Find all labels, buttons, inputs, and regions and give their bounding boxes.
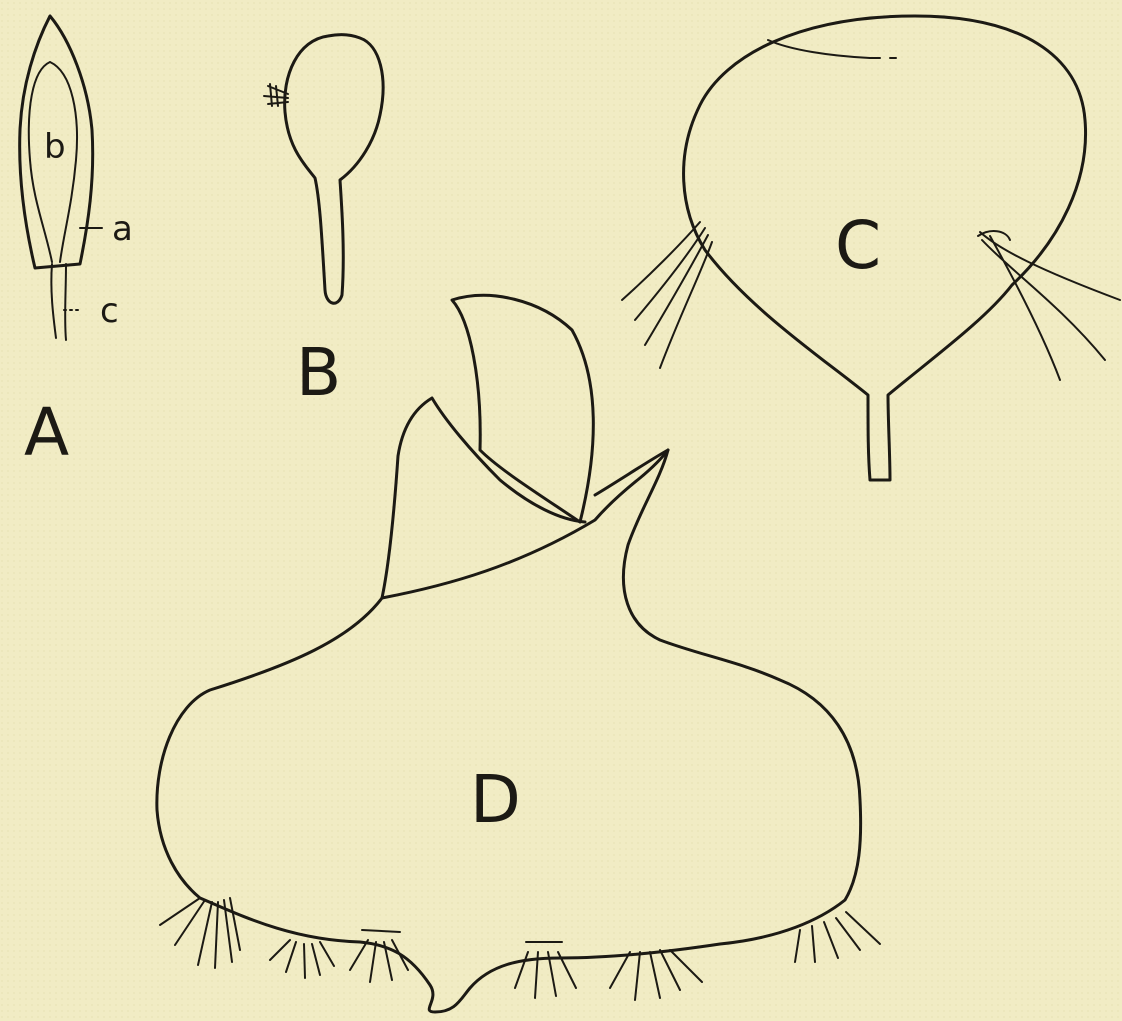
label-c: c (100, 291, 119, 331)
label-D: D (470, 761, 521, 838)
label-a: a (112, 209, 133, 249)
label-C: C (835, 207, 881, 284)
label-A: A (24, 394, 69, 471)
label-b: b (44, 127, 66, 167)
label-B: B (296, 334, 341, 411)
